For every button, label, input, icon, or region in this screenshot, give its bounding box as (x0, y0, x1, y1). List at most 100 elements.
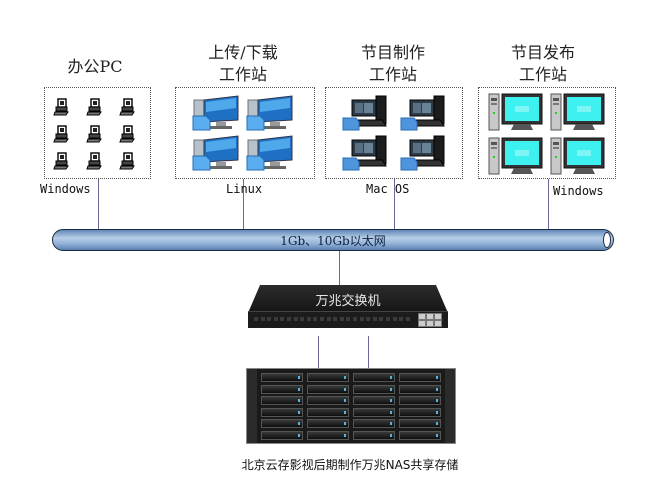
desktop-pc-icon (53, 152, 71, 174)
drive-led-icon (344, 376, 346, 379)
drive-bay (261, 407, 303, 417)
desktop-pc-icon (53, 125, 71, 147)
link-switch-nas-2 (368, 336, 369, 368)
drive-led-icon (298, 422, 300, 425)
lcd-workstation-icon (246, 134, 296, 178)
drive-bay (261, 419, 303, 428)
edit-workstation-icon (400, 94, 448, 138)
drive-bay (399, 430, 441, 440)
title-line: 办公PC (67, 57, 123, 76)
desktop-pc-icon (86, 98, 104, 120)
sfp-port (359, 317, 364, 321)
drive-bay (307, 419, 349, 428)
desktop-pc-icon (53, 98, 71, 120)
drive-bay (353, 373, 395, 382)
sfp-port (399, 317, 404, 321)
drive-led-icon (344, 399, 346, 402)
nas-rack-ear-left (247, 369, 257, 443)
link-office-pc (98, 179, 99, 229)
sfp-port (379, 317, 384, 321)
group-box-production (325, 87, 463, 179)
rj45-port (434, 313, 442, 320)
drive-bay (399, 373, 441, 382)
drive-led-icon (298, 376, 300, 379)
switch-port-panel (248, 311, 448, 328)
drive-bay (399, 396, 441, 405)
switch-body (248, 285, 448, 313)
drive-led-icon (298, 433, 300, 437)
desktop-pc-icon (119, 152, 137, 174)
tower-monitor-icon (487, 136, 547, 180)
desktop-pc-icon (119, 98, 137, 120)
rj45-port (426, 320, 434, 327)
drive-bay (353, 430, 395, 440)
link-publishing (548, 179, 549, 229)
drive-bay (261, 430, 303, 440)
drive-led-icon (436, 422, 438, 425)
drive-led-icon (390, 422, 392, 425)
drive-led-icon (298, 387, 300, 391)
tower-monitor-icon (549, 136, 609, 180)
drive-bay (353, 396, 395, 405)
sfp-port (267, 317, 272, 321)
edit-workstation-icon (400, 134, 448, 178)
group-box-office-pc (44, 87, 151, 179)
drive-led-icon (390, 433, 392, 437)
title-line: 节目发布 (510, 43, 575, 62)
edit-workstation-icon (342, 94, 390, 138)
switch-label: 万兆交换机 (315, 294, 381, 309)
drive-bay (353, 419, 395, 428)
tower-monitor-icon (487, 92, 547, 136)
desktop-pc-icon (86, 125, 104, 147)
drive-bay (399, 407, 441, 417)
group-title-publishing: 节目发布 工作站 (478, 42, 608, 86)
sfp-port (320, 317, 324, 321)
sfp-port (405, 317, 410, 321)
sfp-port (353, 317, 357, 321)
ethernet-bus: 1Gb、10Gb以太网 (52, 229, 614, 251)
ethernet-bus-label: 1Gb、10Gb以太网 (280, 234, 386, 248)
link-bus-switch (339, 251, 340, 285)
group-box-publishing (478, 87, 616, 179)
sfp-port (260, 317, 265, 321)
os-label-publishing: Windows (553, 184, 604, 198)
drive-led-icon (436, 376, 438, 379)
title-line: 节目制作 (360, 43, 425, 62)
rj45-port (426, 313, 434, 320)
desktop-pc-icon (86, 152, 104, 174)
sfp-port (313, 317, 318, 321)
lcd-workstation-icon (192, 94, 242, 138)
rj45-port (418, 313, 426, 320)
drive-led-icon (436, 387, 438, 391)
sfp-port (339, 317, 344, 321)
drive-led-icon (390, 376, 392, 379)
sfp-port (287, 317, 291, 321)
sfp-port (386, 317, 390, 321)
lcd-workstation-icon (192, 134, 242, 178)
drive-led-icon (344, 433, 346, 437)
drive-led-icon (298, 410, 300, 414)
drive-led-icon (436, 399, 438, 402)
drive-led-icon (390, 387, 392, 391)
bus-end-cap (603, 232, 611, 248)
sfp-port (366, 317, 371, 321)
drive-led-icon (390, 410, 392, 414)
rj45-port (434, 320, 442, 327)
nas-storage-label: 北京云存影视后期制作万兆NAS共享存储 (241, 458, 459, 472)
link-switch-nas-1 (318, 336, 319, 368)
drive-bay (261, 396, 303, 405)
network-switch: 万兆交换机 (248, 285, 448, 329)
drive-led-icon (298, 399, 300, 402)
drive-led-icon (390, 399, 392, 402)
group-title-office-pc: 办公PC (40, 56, 150, 78)
title-line: 工作站 (368, 65, 417, 84)
link-upload-download (243, 179, 244, 229)
sfp-port (273, 317, 278, 321)
title-line: 上传/下载 (208, 43, 278, 62)
sfp-port (346, 317, 351, 321)
sfp-port (280, 317, 285, 321)
nas-storage-chassis (246, 368, 456, 444)
sfp-port (333, 317, 338, 321)
sfp-port (372, 317, 377, 321)
nas-rack-ear-right (445, 369, 455, 443)
